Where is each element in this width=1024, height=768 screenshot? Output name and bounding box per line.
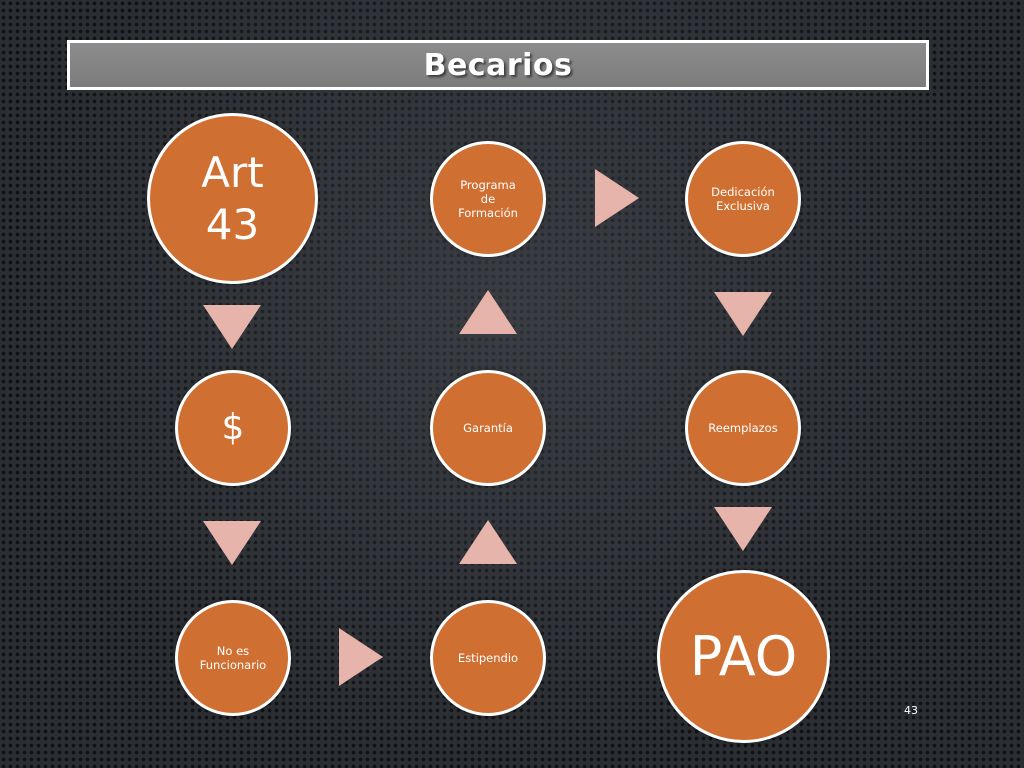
page-number: 43: [904, 704, 918, 717]
node-garantia: Garantía: [430, 370, 546, 486]
arrow-down-dedicacion-to-reemplazos: [714, 292, 772, 336]
node-estipendio: Estipendio: [430, 600, 546, 716]
node-programa-de-formacion: Programa de Formación: [430, 141, 546, 257]
node-art-43: Art 43: [147, 113, 318, 284]
node-pao-label: PAO: [689, 624, 798, 688]
slide-title-bar: Becarios: [67, 40, 929, 90]
node-dollar-label: $: [221, 407, 245, 448]
arrow-right-programa-to-dedicacion: [595, 169, 639, 227]
node-no-es-funcionario: No es Funcionario: [175, 600, 291, 716]
node-dollar: $: [175, 370, 291, 486]
arrow-down-art43-to-dollar: [203, 305, 261, 349]
arrow-up-garantia-to-programa: [459, 290, 517, 334]
node-dedicacion-label: Dedicación Exclusiva: [711, 185, 775, 213]
arrow-down-dollar-to-noes: [203, 521, 261, 565]
arrow-down-reemplazos-to-pao: [714, 507, 772, 551]
node-reemplazos: Reemplazos: [685, 370, 801, 486]
node-garantia-label: Garantía: [463, 421, 513, 435]
node-art-43-label: Art 43: [201, 147, 264, 249]
node-pao: PAO: [657, 570, 830, 743]
slide-title: Becarios: [423, 47, 573, 83]
arrow-right-noes-to-estipendio: [339, 628, 383, 686]
node-dedicacion-exclusiva: Dedicación Exclusiva: [685, 141, 801, 257]
node-reemplazos-label: Reemplazos: [708, 421, 778, 435]
node-no-es-funcionario-label: No es Funcionario: [199, 644, 267, 672]
node-programa-label: Programa de Formación: [458, 178, 518, 220]
node-estipendio-label: Estipendio: [457, 651, 519, 665]
arrow-up-estipendio-to-garantia: [459, 520, 517, 564]
